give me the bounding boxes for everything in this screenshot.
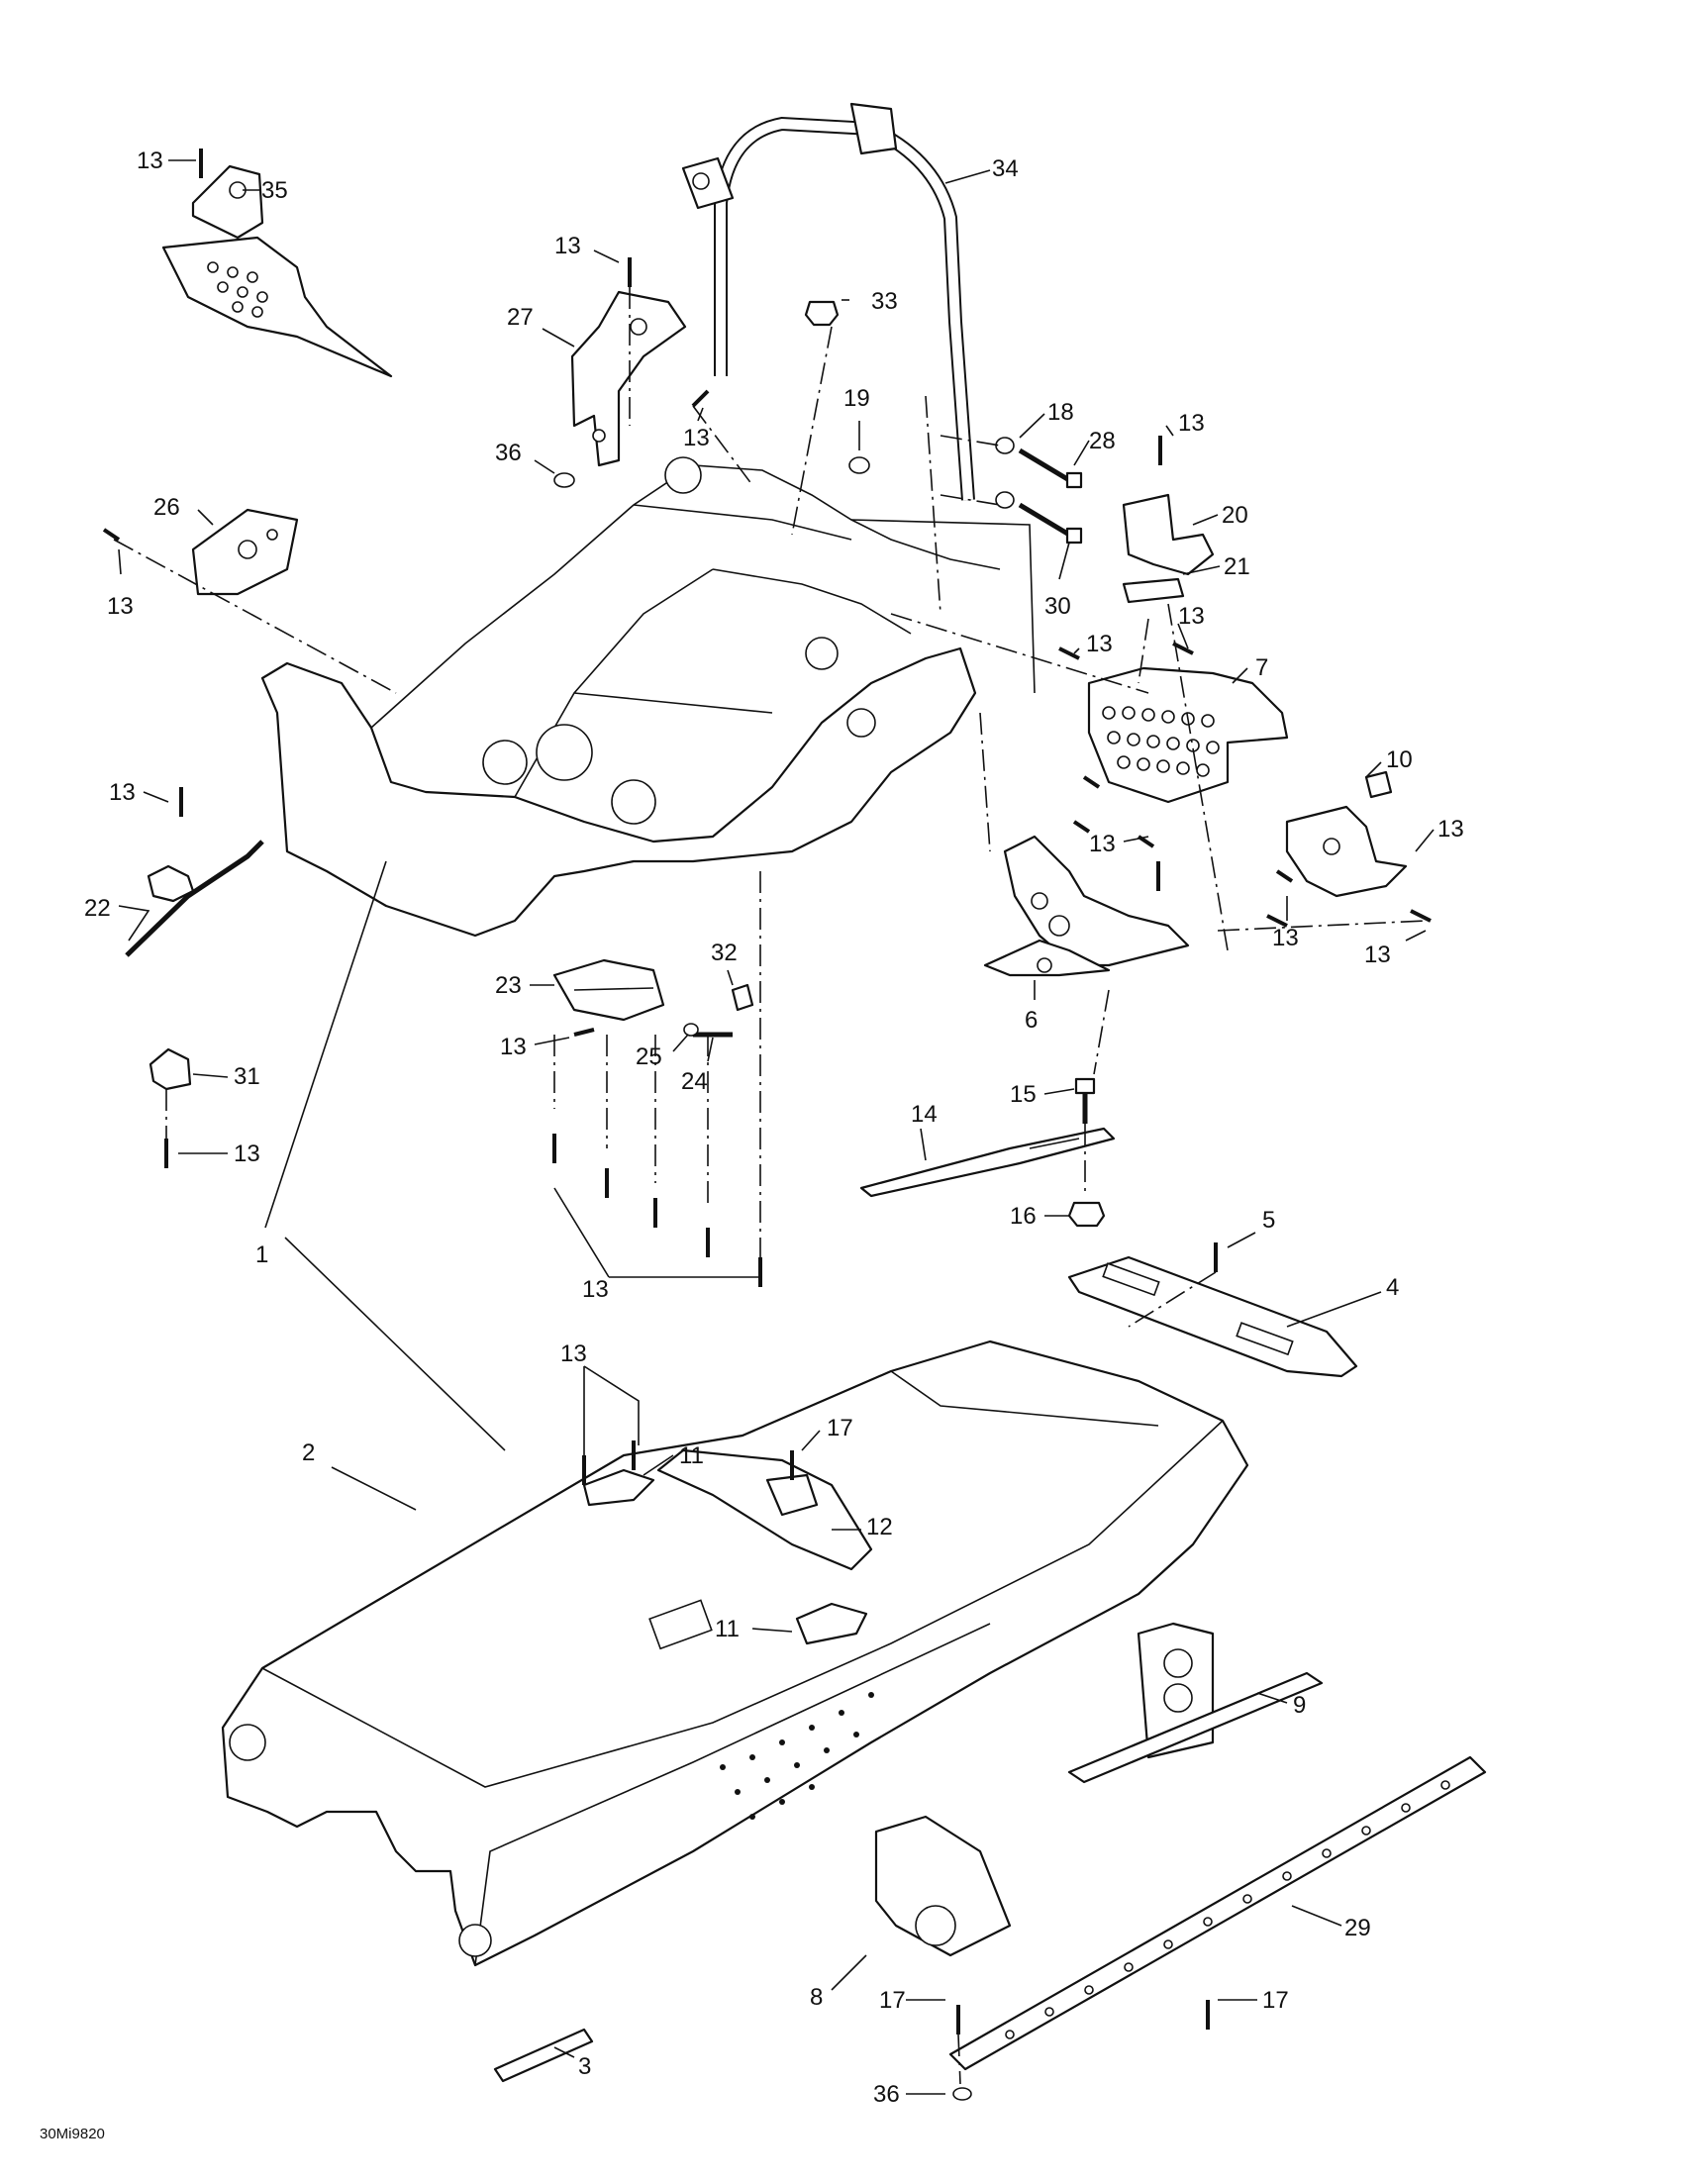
callout-13: 13 bbox=[1086, 631, 1113, 657]
part-19-washer bbox=[848, 456, 870, 474]
callout-33: 33 bbox=[871, 288, 898, 315]
part-20-bracket bbox=[1122, 493, 1215, 576]
rivets bbox=[102, 149, 1432, 2035]
part-11-lower-bracket bbox=[795, 1602, 868, 1645]
plate-35-holes bbox=[207, 261, 268, 318]
callout-13: 13 bbox=[1178, 410, 1205, 437]
callout-7: 7 bbox=[1255, 654, 1268, 681]
callout-13: 13 bbox=[107, 593, 134, 620]
part-32-nut bbox=[731, 983, 754, 1012]
figure-reference-code: 30Mi9820 bbox=[40, 2126, 105, 2142]
callout-3: 3 bbox=[578, 2053, 591, 2080]
callout-36: 36 bbox=[495, 440, 522, 466]
callout-27: 27 bbox=[507, 304, 534, 331]
part-7-perforated-plate bbox=[1087, 666, 1289, 804]
callout-32: 32 bbox=[711, 940, 738, 966]
tunnel-perforation bbox=[720, 1692, 874, 1820]
callout-13: 13 bbox=[1272, 925, 1299, 951]
callout-13: 13 bbox=[582, 1276, 609, 1303]
callout-13: 13 bbox=[683, 425, 710, 451]
callout-15: 15 bbox=[1010, 1081, 1037, 1108]
callout-16: 16 bbox=[1010, 1203, 1037, 1230]
part-29-rail bbox=[948, 1755, 1487, 2071]
callout-13: 13 bbox=[1178, 603, 1205, 630]
callout-4: 4 bbox=[1386, 1274, 1399, 1301]
part-9-bracket bbox=[1067, 1622, 1324, 1784]
part-27-bracket bbox=[570, 290, 687, 467]
part-8-bracket bbox=[874, 1815, 1012, 1957]
part-14-strap bbox=[859, 1127, 1116, 1198]
callout-12: 12 bbox=[866, 1514, 893, 1540]
callout-19: 19 bbox=[843, 385, 870, 412]
callout-13: 13 bbox=[1437, 816, 1464, 843]
callout-9: 9 bbox=[1293, 1692, 1306, 1719]
rail-29-holes bbox=[1005, 1780, 1450, 2039]
part-16-nut bbox=[1067, 1201, 1106, 1228]
callout-6: 6 bbox=[1025, 1007, 1038, 1034]
callout-13: 13 bbox=[1089, 831, 1116, 857]
part-2-tunnel bbox=[221, 1340, 1249, 1967]
part-25-washer bbox=[683, 1023, 699, 1037]
part-18-washer bbox=[995, 437, 1015, 509]
callout-21: 21 bbox=[1224, 553, 1250, 580]
part-35-bracket bbox=[161, 164, 393, 378]
part-36-washer-top bbox=[553, 472, 575, 488]
callout-13: 13 bbox=[234, 1141, 260, 1167]
callout-13: 13 bbox=[554, 233, 581, 259]
callout-17: 17 bbox=[827, 1415, 853, 1441]
callout-35: 35 bbox=[261, 177, 288, 204]
leader-lines bbox=[118, 159, 1435, 2095]
part-31-clip bbox=[148, 1047, 192, 1091]
part-3-rod bbox=[493, 2028, 594, 2083]
part-34-steering-support bbox=[681, 102, 975, 501]
part-30-bolt bbox=[1018, 502, 1083, 545]
callout-22: 22 bbox=[84, 895, 111, 922]
callout-20: 20 bbox=[1222, 502, 1248, 529]
callout-13: 13 bbox=[560, 1340, 587, 1367]
callout-11: 11 bbox=[679, 1442, 704, 1469]
callout-17: 17 bbox=[879, 1987, 906, 2014]
callout-31: 31 bbox=[234, 1063, 260, 1090]
part-22-strap bbox=[125, 840, 264, 957]
callout-2: 2 bbox=[302, 1439, 315, 1466]
callout-11: 11 bbox=[715, 1616, 740, 1642]
part-33-nut bbox=[804, 300, 840, 327]
callout-17: 17 bbox=[1262, 1987, 1289, 2014]
callout-34: 34 bbox=[992, 155, 1019, 182]
callout-26: 26 bbox=[153, 494, 180, 521]
callout-13: 13 bbox=[137, 148, 163, 174]
callout-5: 5 bbox=[1262, 1207, 1275, 1234]
callout-8: 8 bbox=[810, 1984, 823, 2011]
part-11-upper-bracket bbox=[582, 1468, 655, 1507]
callout-28: 28 bbox=[1089, 428, 1116, 454]
callout-13: 13 bbox=[500, 1034, 527, 1060]
part-1-front-frame bbox=[260, 456, 1036, 938]
callout-13: 13 bbox=[109, 779, 136, 806]
part-15-bolt bbox=[1074, 1077, 1096, 1124]
part-21-plate bbox=[1122, 577, 1185, 604]
assembly-lines bbox=[113, 287, 1427, 2085]
callout-30: 30 bbox=[1044, 593, 1071, 620]
part-26-plate bbox=[191, 508, 299, 596]
callout-labels: 13 35 13 27 13 36 34 33 19 18 28 13 20 2… bbox=[84, 148, 1464, 2108]
callout-14: 14 bbox=[911, 1101, 938, 1128]
part-28-bolt bbox=[1018, 447, 1083, 489]
callout-36: 36 bbox=[873, 2081, 900, 2108]
part-6-steering-bracket bbox=[983, 835, 1190, 977]
callout-25: 25 bbox=[636, 1043, 662, 1070]
callout-1: 1 bbox=[255, 1241, 268, 1268]
callout-13: 13 bbox=[1364, 942, 1391, 968]
part-10-bracket bbox=[1285, 770, 1408, 898]
callout-24: 24 bbox=[681, 1068, 708, 1095]
callout-29: 29 bbox=[1344, 1915, 1371, 1941]
callout-10: 10 bbox=[1386, 746, 1413, 773]
part-4-plate bbox=[1067, 1255, 1358, 1378]
part-23-hinge-bracket bbox=[552, 958, 665, 1022]
part-36-washer-bottom bbox=[952, 2087, 972, 2101]
callout-23: 23 bbox=[495, 972, 522, 999]
callout-18: 18 bbox=[1047, 399, 1074, 426]
